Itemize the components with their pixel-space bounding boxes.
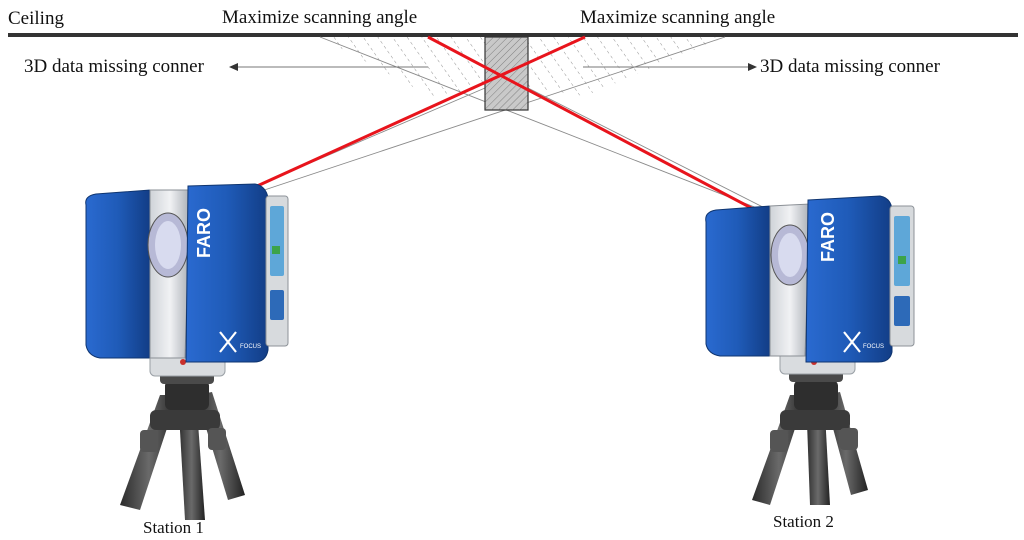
- ceiling-label: Ceiling: [8, 8, 64, 29]
- svg-text:FOCUS: FOCUS: [240, 344, 261, 350]
- arrow-left: [229, 63, 428, 71]
- brand-logo: FARO: [194, 208, 214, 258]
- tripod-icon: [120, 372, 245, 520]
- angle-label-right: Maximize scanning angle: [580, 7, 776, 28]
- angle-label-left: Maximize scanning angle: [222, 7, 418, 28]
- focus-logo: [843, 331, 861, 353]
- arrow-right: [583, 63, 757, 71]
- station-2-scanner: FARO FOCUS: [705, 195, 915, 505]
- focus-logo: [219, 331, 237, 353]
- brand-logo: FARO: [818, 212, 838, 262]
- tripod-icon: [752, 370, 868, 505]
- svg-text:FOCUS: FOCUS: [863, 344, 884, 350]
- station-2-label: Station 2: [773, 512, 834, 531]
- station-1-scanner: FARO FOCUS: [85, 183, 289, 520]
- missing-corner-label-right: 3D data missing conner: [760, 56, 940, 77]
- station-1-label: Station 1: [143, 518, 204, 537]
- missing-corner-label-left: 3D data missing conner: [24, 56, 204, 77]
